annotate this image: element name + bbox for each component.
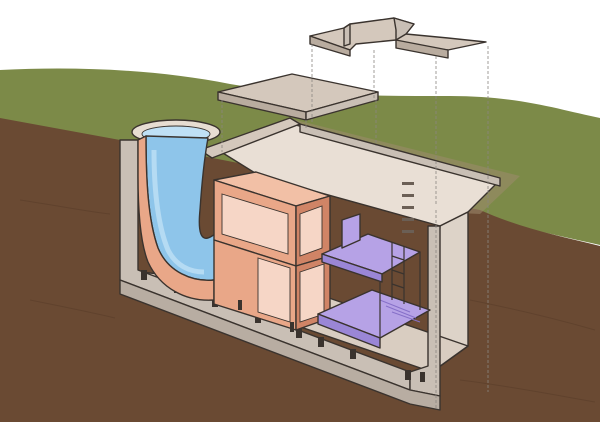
cover-riser-2: [393, 17, 415, 41]
bunk-beds: [317, 213, 431, 349]
upper-bunk-front: [321, 253, 383, 283]
cover-front-faces: [309, 35, 351, 57]
bottom-slab: [119, 279, 441, 411]
cabinets: [213, 171, 331, 332]
water-highlight: [151, 149, 205, 275]
lower-bunk-front: [317, 313, 381, 349]
roof-lid-side: [305, 91, 379, 121]
cover-front-faces-2: [395, 39, 449, 59]
roof-slab: [199, 117, 501, 187]
alignment-guides: [221, 44, 489, 408]
upper-cabinet-side-opening: [299, 205, 323, 257]
soil-texture: [19, 199, 596, 403]
bunk-slats: [379, 299, 421, 323]
vent-slots: [402, 182, 414, 233]
cabinet-legs: [238, 300, 294, 332]
upper-bunk-headboard: [341, 213, 361, 249]
lower-cabinet-opening: [257, 257, 291, 323]
cover-riser: [343, 23, 351, 47]
upper-cabinet-opening: [221, 193, 289, 255]
ladder: [391, 242, 405, 304]
exploded-cover-piece: [309, 17, 487, 59]
bunk-posts: [379, 252, 421, 340]
roof-slab-right: [299, 123, 501, 187]
exploded-roof-lid: [217, 73, 379, 121]
